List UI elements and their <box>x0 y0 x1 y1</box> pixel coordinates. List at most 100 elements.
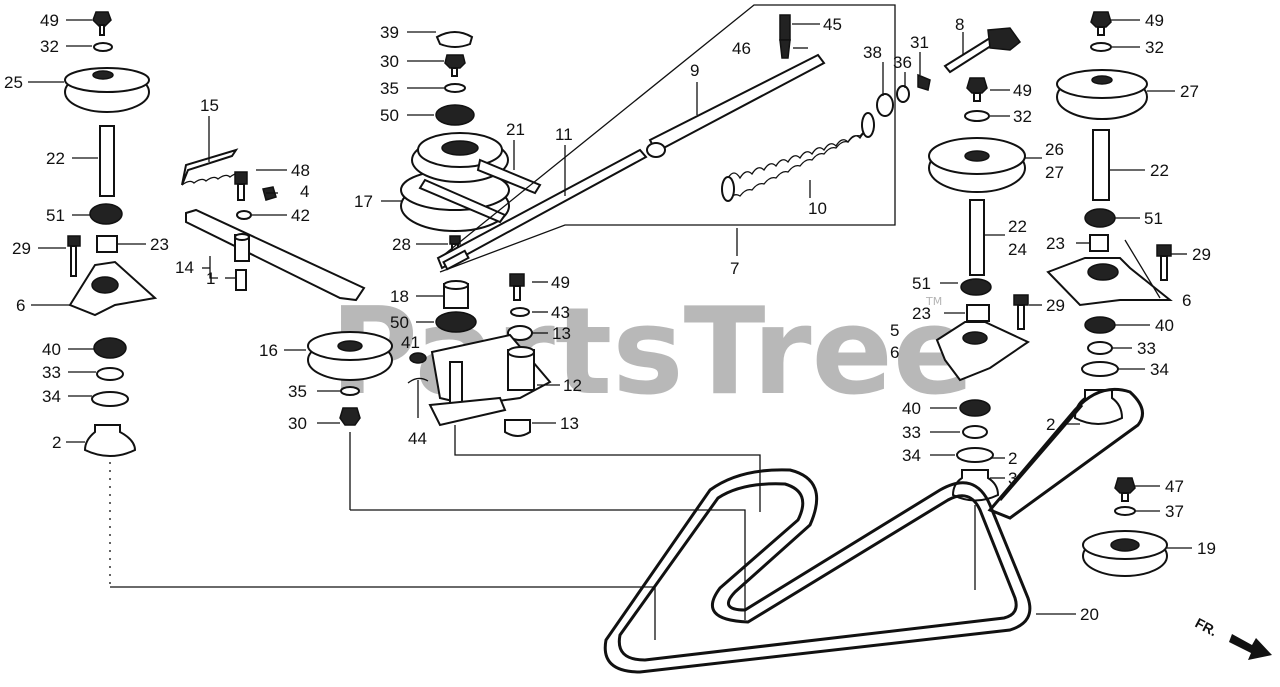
callout-18: 18 <box>390 287 409 306</box>
pulley-17 <box>400 31 542 253</box>
callout-49b: 49 <box>551 273 570 292</box>
callout-36: 36 <box>893 53 912 72</box>
callout-10: 10 <box>808 199 827 218</box>
callout-4: 4 <box>300 182 309 201</box>
callout-23b: 23 <box>912 304 931 323</box>
leaders-bracket <box>416 281 560 424</box>
callout-41: 41 <box>401 333 420 352</box>
callout-40: 40 <box>42 340 61 359</box>
callout-8: 8 <box>955 15 964 34</box>
callout-14: 14 <box>175 258 194 277</box>
callout-48: 48 <box>291 161 310 180</box>
callout-13b: 13 <box>560 414 579 433</box>
callout-5: 5 <box>890 321 899 340</box>
callout-9: 9 <box>690 61 699 80</box>
callout-22: 22 <box>46 149 65 168</box>
leaders-center-spindle <box>930 89 1042 479</box>
callout-30b: 30 <box>380 52 399 71</box>
center-spindle-assembly <box>928 77 1031 590</box>
callout-40c: 40 <box>1155 316 1174 335</box>
callout-47: 47 <box>1165 477 1184 496</box>
callout-15: 15 <box>200 96 219 115</box>
callout-43: 43 <box>551 303 570 322</box>
leaders-center <box>381 31 515 245</box>
callout-34c: 34 <box>1150 360 1169 379</box>
callout-16: 16 <box>259 341 278 360</box>
callout-50: 50 <box>380 106 399 125</box>
callout-34b: 34 <box>902 446 921 465</box>
callout-20: 20 <box>1080 605 1099 624</box>
front-label: FR. <box>1193 615 1220 640</box>
callout-17: 17 <box>354 192 373 211</box>
callout-25: 25 <box>4 73 23 92</box>
callout-30: 30 <box>288 414 307 433</box>
callout-21: 21 <box>506 120 525 139</box>
callout-22b: 22 <box>1008 217 1027 236</box>
callout-35b: 35 <box>380 79 399 98</box>
callout-51b: 51 <box>912 274 931 293</box>
callout-23: 23 <box>150 235 169 254</box>
callout-1: 1 <box>206 269 215 288</box>
callout-33c: 33 <box>1137 339 1156 358</box>
callout-31: 31 <box>910 33 929 52</box>
callout-33b: 33 <box>902 423 921 442</box>
callout-11: 11 <box>555 125 573 144</box>
watermark: PartsTree <box>330 283 974 422</box>
callout-6b: 6 <box>890 343 899 362</box>
callout-6: 6 <box>16 296 25 315</box>
callout-19: 19 <box>1197 539 1216 558</box>
callout-44: 44 <box>408 429 427 448</box>
callout-45: 45 <box>823 15 842 34</box>
tension-rod-assembly <box>436 4 1022 273</box>
callout-6c: 6 <box>1182 291 1191 310</box>
callout-34: 34 <box>42 387 61 406</box>
callout-2b: 2 <box>1008 449 1017 468</box>
callout-49c: 49 <box>1013 81 1032 100</box>
front-arrow-icon <box>1229 634 1272 660</box>
callout-22c: 22 <box>1150 161 1169 180</box>
callout-38: 38 <box>863 43 882 62</box>
drive-belt-20 <box>603 387 1144 674</box>
callout-27: 27 <box>1045 163 1064 182</box>
callout-32: 32 <box>40 37 59 56</box>
callout-labels: 49 32 25 22 51 29 23 6 40 33 34 2 15 48 … <box>4 11 1216 624</box>
callout-32b: 32 <box>1013 107 1032 126</box>
callout-7: 7 <box>730 259 739 278</box>
callout-2: 2 <box>52 433 61 452</box>
callout-42: 42 <box>291 206 310 225</box>
front-direction-indicator: FR. <box>1193 615 1272 660</box>
idler-arm-assembly <box>181 148 366 302</box>
callout-35: 35 <box>288 382 307 401</box>
watermark-tm: TM <box>925 295 942 308</box>
callout-49d: 49 <box>1145 11 1164 30</box>
callout-32c: 32 <box>1145 38 1164 57</box>
callout-51: 51 <box>46 206 65 225</box>
leaders-rod <box>564 23 964 256</box>
bracket-12-assembly <box>407 273 761 512</box>
callout-23c: 23 <box>1046 234 1065 253</box>
callout-37: 37 <box>1165 502 1184 521</box>
callout-49: 49 <box>40 11 59 30</box>
leaders-idler-arm <box>202 116 287 279</box>
callout-24: 24 <box>1008 240 1027 259</box>
callout-46: 46 <box>732 39 751 58</box>
callout-26: 26 <box>1045 140 1064 159</box>
callout-51c: 51 <box>1144 209 1163 228</box>
callout-29: 29 <box>12 239 31 258</box>
callout-28: 28 <box>392 235 411 254</box>
callout-29c: 29 <box>1192 245 1211 264</box>
callout-3: 3 <box>1008 469 1017 488</box>
callout-12: 12 <box>563 376 582 395</box>
callout-33: 33 <box>42 363 61 382</box>
callout-50b: 50 <box>390 313 409 332</box>
right-spindle-assembly <box>1046 11 1173 577</box>
callout-2c: 2 <box>1046 415 1055 434</box>
callout-27b: 27 <box>1180 82 1199 101</box>
callout-39: 39 <box>380 23 399 42</box>
callout-40b: 40 <box>902 399 921 418</box>
callout-29b: 29 <box>1046 296 1065 315</box>
callout-13: 13 <box>552 324 571 343</box>
pulley-16 <box>284 331 746 620</box>
left-spindle-assembly <box>64 11 158 457</box>
